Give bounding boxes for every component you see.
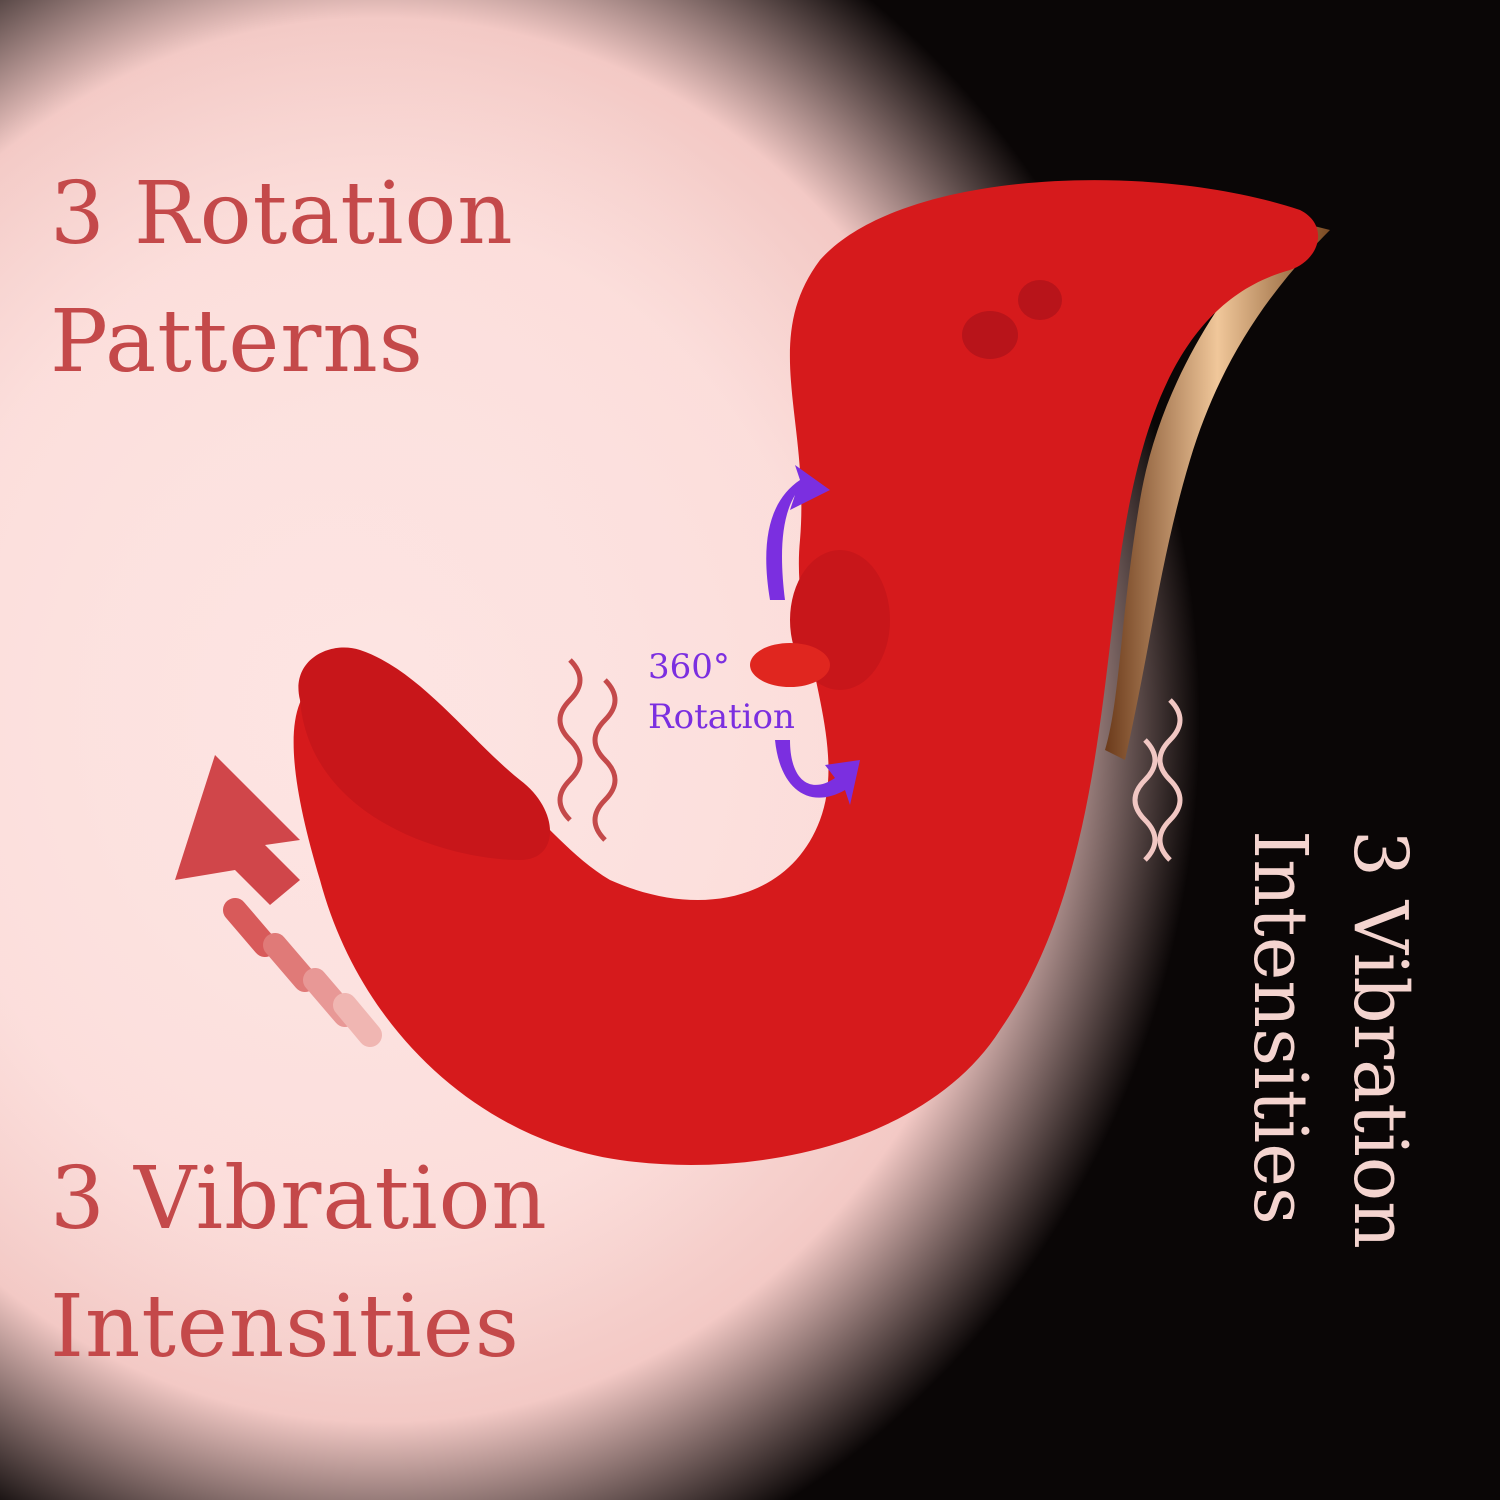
side-label-line2: Intensities — [1237, 830, 1323, 1225]
headline-rotation-patterns: 3 Rotation Patterns — [50, 150, 514, 406]
side-label-line1: 3 Vibration — [1337, 830, 1423, 1249]
headline-bottom-line2: Intensities — [50, 1277, 520, 1377]
rotation-label: 360° Rotation — [648, 642, 795, 742]
product-gold-trim — [1105, 220, 1330, 760]
rotation-label-degrees: 360° — [648, 647, 730, 687]
thrust-arrow-icon — [175, 755, 382, 1047]
headline-top-line1: 3 Rotation — [50, 164, 514, 264]
control-button-1 — [962, 311, 1018, 359]
vibration-waves-left-icon — [557, 658, 618, 842]
headline-vibration-intensities: 3 Vibration Intensities — [50, 1135, 548, 1391]
control-button-2 — [1018, 280, 1062, 320]
rotation-arrow-bottom-icon — [775, 740, 860, 805]
rotation-label-text: Rotation — [648, 697, 795, 737]
product-tongue — [750, 643, 830, 687]
side-label-vibration: 3 Vibration Intensities — [1230, 830, 1430, 1249]
headline-bottom-line1: 3 Vibration — [50, 1149, 548, 1249]
rotation-arrow-top-icon — [766, 465, 830, 600]
headline-top-line2: Patterns — [50, 292, 424, 392]
vibration-waves-right-icon — [1132, 698, 1183, 862]
product-tip — [298, 647, 550, 860]
product-body — [293, 180, 1319, 1165]
